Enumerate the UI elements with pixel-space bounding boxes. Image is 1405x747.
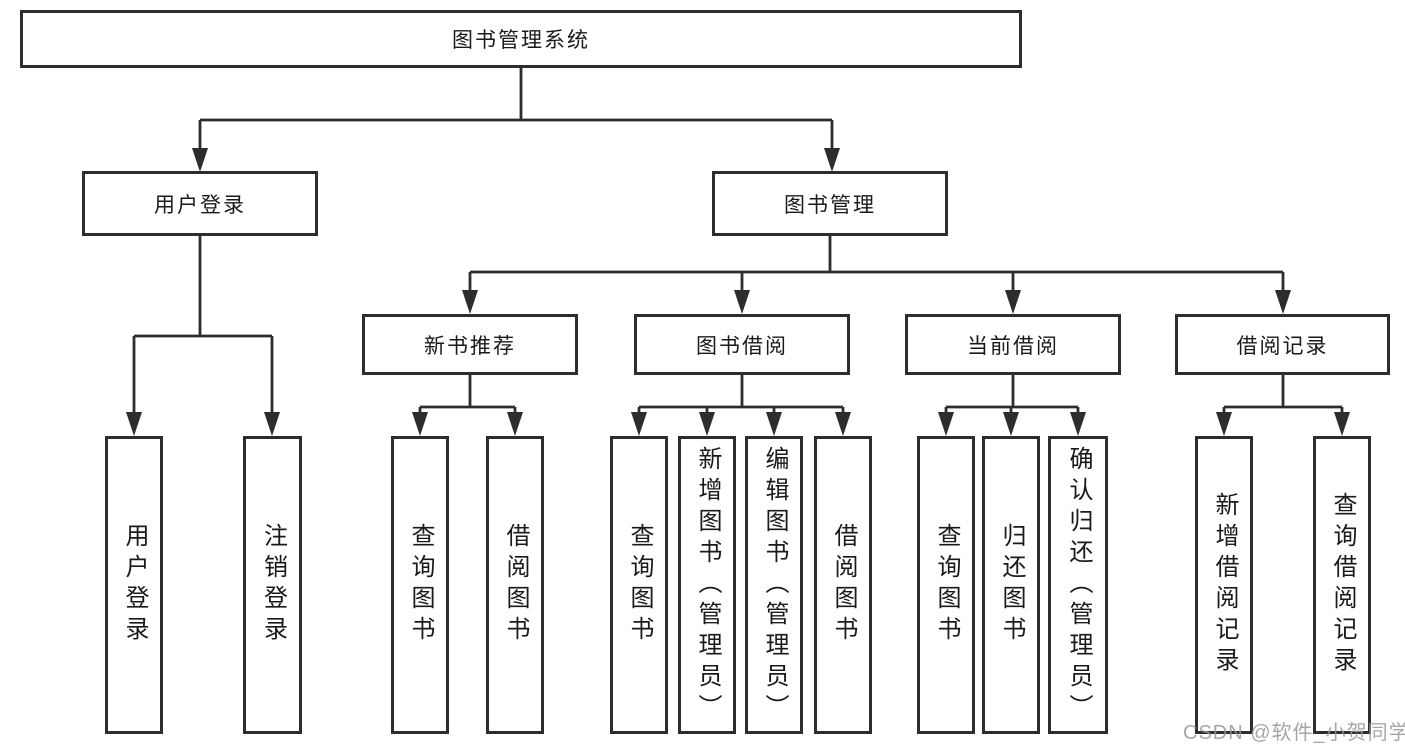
arrowhead (1003, 412, 1019, 436)
node-label: 查询图书 (626, 523, 653, 647)
leaf-query-books-current: 查询图书 (917, 436, 975, 734)
connector-new-books-to-leaves (412, 374, 523, 436)
node-label: 借阅图书 (502, 523, 529, 647)
connector-book-management-to-level3 (462, 235, 1291, 314)
leaf-add-borrow-record: 新增借阅记录 (1195, 436, 1253, 734)
arrowhead (1070, 412, 1086, 436)
node-root-system: 图书管理系统 (20, 10, 1022, 68)
node-label: 借阅记录 (1236, 334, 1329, 358)
node-label: 借阅图书 (830, 523, 857, 647)
arrowhead (1275, 290, 1291, 314)
arrowhead (1334, 412, 1350, 436)
connector-current-borrow-to-leaves (938, 374, 1086, 436)
node-borrow-records: 借阅记录 (1175, 314, 1390, 375)
leaf-borrow-books: 借阅图书 (814, 436, 872, 734)
leaf-query-borrow-record: 查询借阅记录 (1313, 436, 1371, 734)
arrowhead (1216, 412, 1232, 436)
leaf-edit-book-admin: 编辑图书（管理员） (745, 436, 803, 734)
leaf-query-books-recommend: 查询图书 (391, 436, 449, 734)
arrowhead (507, 412, 523, 436)
connector-book-borrow-to-leaves (631, 374, 851, 436)
node-label: 归还图书 (998, 523, 1025, 647)
node-user-login: 用户登录 (82, 171, 318, 236)
arrowhead (938, 412, 954, 436)
arrowhead (412, 412, 428, 436)
node-current-borrow: 当前借阅 (905, 314, 1121, 375)
node-label: 查询图书 (933, 523, 960, 647)
arrowhead (126, 412, 142, 436)
arrowhead (699, 412, 715, 436)
arrowhead (264, 412, 280, 436)
arrowhead (631, 412, 647, 436)
node-label: 图书借阅 (696, 334, 788, 358)
arrowhead (824, 148, 840, 172)
arrowhead (1005, 290, 1021, 314)
arrowhead (766, 412, 782, 436)
csdn-watermark: CSDN @软件_小贺同学 (1183, 722, 1405, 744)
node-label: 查询图书 (407, 523, 434, 647)
leaf-logout-login: 注销登录 (243, 436, 302, 734)
node-label: 查询借阅记录 (1329, 492, 1356, 678)
leaf-add-book-admin: 新增图书（管理员） (678, 436, 736, 734)
arrowhead (835, 412, 851, 436)
node-label: 用户登录 (154, 193, 246, 217)
leaf-return-book: 归还图书 (982, 436, 1040, 734)
connector-root-to-level2 (192, 67, 840, 172)
leaf-query-books-borrow: 查询图书 (610, 436, 668, 734)
connector-borrow-records-to-leaves (1216, 374, 1350, 436)
leaf-confirm-return-admin: 确认归还（管理员） (1048, 436, 1108, 734)
node-label: 编辑图书（管理员） (761, 445, 788, 725)
node-label: 确认归还（管理员） (1065, 445, 1092, 725)
node-label: 用户登录 (121, 523, 148, 647)
arrowhead (734, 290, 750, 314)
node-label: 新增借阅记录 (1211, 492, 1238, 678)
node-book-management: 图书管理 (712, 171, 948, 236)
node-label: 当前借阅 (967, 334, 1059, 358)
node-label: 新增图书（管理员） (694, 445, 721, 725)
node-label: 新书推荐 (424, 334, 516, 358)
node-new-book-recommend: 新书推荐 (362, 314, 578, 375)
node-label: 注销登录 (259, 523, 287, 647)
arrowhead (462, 290, 478, 314)
node-book-borrow: 图书借阅 (634, 314, 850, 375)
leaf-user-login: 用户登录 (105, 436, 163, 734)
leaf-borrow-books-recommend: 借阅图书 (486, 436, 544, 734)
connector-user-login-to-leaves (126, 235, 280, 436)
arrowhead (192, 148, 208, 172)
node-label: 图书管理系统 (452, 29, 590, 52)
node-label: 图书管理 (784, 193, 876, 217)
